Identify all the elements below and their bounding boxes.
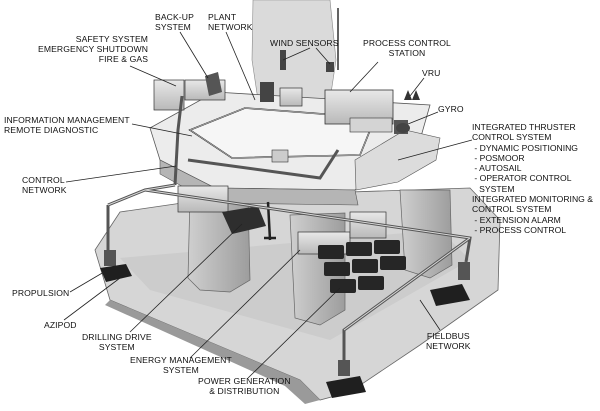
system-list-item: SYSTEM [472,183,515,194]
label-propulsion: PROPULSION [12,288,70,298]
system-list-item: - POSMOOR [472,152,525,163]
system-list: INTEGRATED THRUSTER CONTROL SYSTEM - DYN… [472,122,593,235]
columns [187,0,453,326]
system-list-item: - OPERATOR CONTROL [472,173,572,184]
label-control-network: CONTROL NETWORK [22,175,67,195]
label-power-generation: POWER GENERATION & DISTRIBUTION [198,376,291,396]
label-drilling-drive-system: DRILLING DRIVE SYSTEM [82,332,152,352]
label-energy-management-system: ENERGY MANAGEMENT SYSTEM [130,355,232,375]
label-plant-network: PLANT NETWORK [208,12,253,32]
label-wind-sensors: WIND SENSORS [270,38,339,48]
label-gyro: GYRO [438,104,464,114]
system-list-item: CONTROL SYSTEM [472,204,552,215]
system-list-item: - EXTENSION ALARM [472,214,561,225]
label-process-control-station: PROCESS CONTROL STATION [363,38,451,58]
leader-lines [63,31,473,379]
label-information-management: INFORMATION MANAGEMENT REMOTE DIAGNOSTIC [4,115,130,135]
label-vru: VRU [422,68,441,78]
equipment [153,8,420,293]
thrusters [100,250,470,398]
system-list-item: CONTROL SYSTEM [472,132,552,143]
system-list-item: - AUTOSAIL [472,163,522,174]
label-fieldbus-network: FIELDBUS NETWORK [426,331,471,351]
system-list-item: INTEGRATED THRUSTER [472,122,576,132]
system-list-item: - PROCESS CONTROL [472,224,567,235]
label-safety-system: SAFETY SYSTEM EMERGENCY SHUTDOWN FIRE & … [38,34,149,64]
system-list-item: INTEGRATED MONITORING & [472,194,593,205]
label-azipod: AZIPOD [44,320,77,330]
system-list-item: - DYNAMIC POSITIONING [472,142,578,153]
label-back-up-system: BACK-UP SYSTEM [155,12,194,32]
